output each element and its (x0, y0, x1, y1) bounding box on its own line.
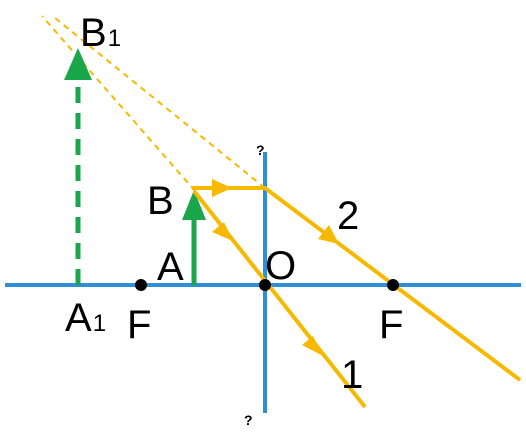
label-f-right: F (379, 303, 403, 347)
focus-point-right (387, 279, 399, 291)
label-ray-2: 2 (337, 194, 359, 238)
focus-point-left (135, 279, 147, 291)
virtual-ray-extension-1 (41, 15, 196, 192)
label-question-bottom: ? (244, 412, 253, 428)
label-b1: B1 (80, 11, 121, 55)
ray-2-arrow-1 (212, 179, 232, 197)
label-a: A (157, 245, 184, 289)
optical-center-point (259, 279, 271, 291)
ray-1-arrow-1 (212, 222, 233, 241)
label-a1: A1 (65, 296, 106, 340)
object-arrowhead (182, 190, 206, 220)
virtual-image-arrowhead (64, 48, 92, 80)
label-f-left: F (127, 303, 151, 347)
virtual-ray-extension-2 (54, 17, 266, 189)
label-b: B (147, 179, 174, 223)
ray-2-arrow-2 (318, 225, 339, 244)
label-o: O (265, 244, 296, 288)
label-question-top: ? (256, 142, 265, 158)
label-ray-1: 1 (341, 353, 363, 397)
ray-1-arrow-2 (302, 336, 323, 356)
